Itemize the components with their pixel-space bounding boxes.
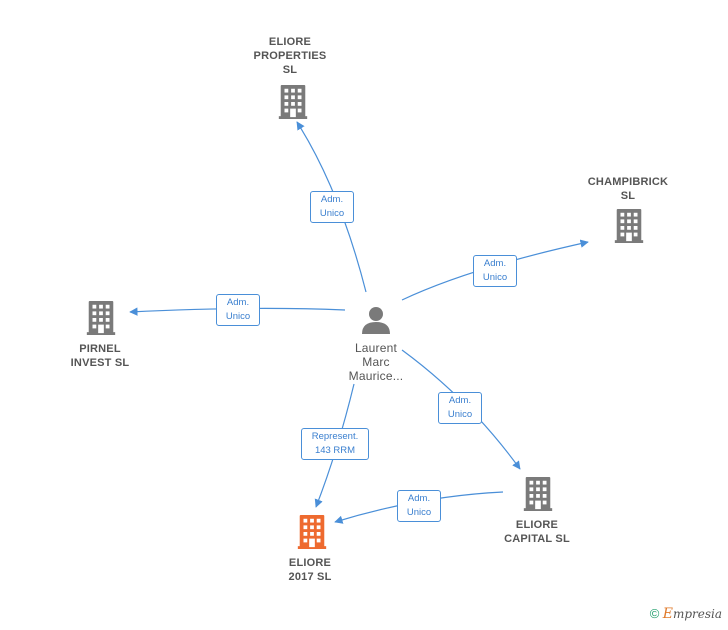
- edge-role-line: Represent.: [311, 431, 359, 442]
- edge-role-line: 143 RRM: [314, 445, 356, 456]
- person-name-line: Maurice...: [348, 369, 404, 383]
- brand-name-rest: mpresia: [672, 607, 722, 621]
- company-name-line: ELIORE: [268, 36, 312, 48]
- building-icon[interactable]: [278, 85, 308, 119]
- edge-role-line: Adm.: [226, 297, 250, 308]
- person-name-line: Marc: [362, 355, 390, 369]
- edge-label-pirnel[interactable]: Adm. Unico: [216, 294, 260, 326]
- building-icon[interactable]: [86, 301, 116, 335]
- person-laurent-marc-maurice[interactable]: Laurent Marc Maurice...: [326, 341, 426, 383]
- company-name-line: CAPITAL SL: [504, 533, 570, 545]
- company-name-line: PROPERTIES: [253, 50, 327, 62]
- edge-role-line: Adm.: [320, 194, 344, 205]
- person-name-line: Laurent: [354, 341, 398, 355]
- company-name-line: ELIORE: [288, 557, 332, 569]
- edge-role-line: Adm.: [483, 258, 507, 269]
- edge-role-line: Unico: [406, 507, 432, 518]
- company-eliore-capital[interactable]: ELIORE CAPITAL SL: [487, 518, 587, 546]
- edge-role-line: Unico: [225, 311, 251, 322]
- edge-label-capital[interactable]: Adm. Unico: [438, 392, 482, 424]
- edge-label-champibrick[interactable]: Adm. Unico: [473, 255, 517, 287]
- edge-label-capital-to-2017[interactable]: Adm. Unico: [397, 490, 441, 522]
- company-name-line: 2017 SL: [288, 571, 332, 583]
- edge-label-properties[interactable]: Adm. Unico: [310, 191, 354, 223]
- building-icon[interactable]: [297, 515, 327, 549]
- company-name-line: ELIORE: [515, 519, 559, 531]
- building-icon[interactable]: [614, 209, 644, 243]
- edge-role-line: Unico: [319, 208, 345, 219]
- company-name-line: INVEST SL: [70, 357, 130, 369]
- company-eliore-properties[interactable]: ELIORE PROPERTIES SL: [240, 35, 340, 77]
- empresia-brand: © Empresia: [650, 606, 722, 622]
- person-icon[interactable]: [362, 307, 390, 334]
- company-champibrick[interactable]: CHAMPIBRICK SL: [578, 175, 678, 203]
- edge-role-line: Unico: [482, 272, 508, 283]
- brand-initial: E: [662, 606, 673, 622]
- company-name-line: CHAMPIBRICK: [587, 176, 669, 188]
- edge-label-2017[interactable]: Represent. 143 RRM: [301, 428, 369, 460]
- company-name-line: SL: [620, 190, 636, 202]
- copyright-symbol: ©: [649, 606, 660, 621]
- company-name-line: SL: [282, 64, 298, 76]
- building-icon[interactable]: [523, 477, 553, 511]
- company-eliore-2017[interactable]: ELIORE 2017 SL: [260, 556, 360, 584]
- company-pirnel-invest[interactable]: PIRNEL INVEST SL: [50, 342, 150, 370]
- company-name-line: PIRNEL: [79, 343, 121, 355]
- edge-role-line: Unico: [447, 409, 473, 420]
- edge-role-line: Adm.: [448, 395, 472, 406]
- edge-role-line: Adm.: [407, 493, 431, 504]
